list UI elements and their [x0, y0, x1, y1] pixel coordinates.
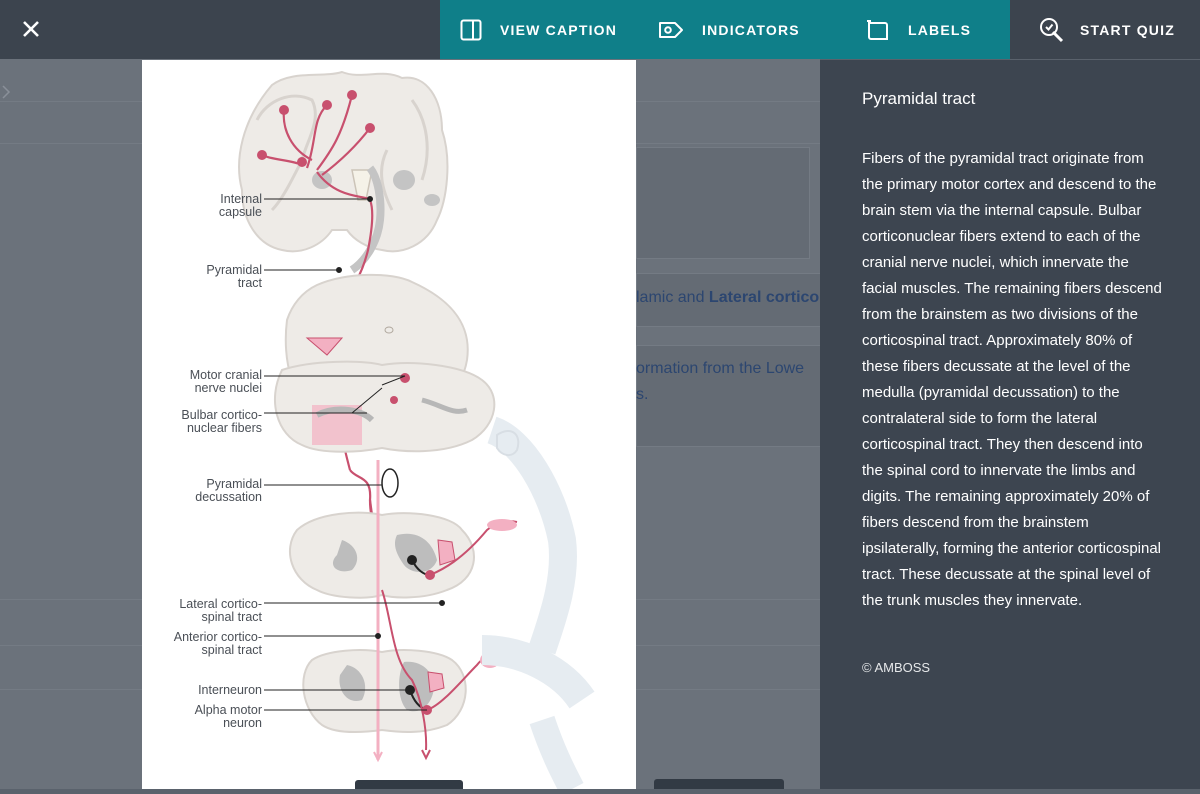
chevron-right-icon: [0, 82, 14, 102]
tag-icon: [659, 21, 683, 38]
start-quiz-button[interactable]: START QUIZ: [1010, 0, 1200, 59]
close-icon[interactable]: [16, 14, 46, 44]
label-icon: [867, 19, 888, 40]
label-bulbar-corticonuclear-fibers: Bulbar cortico-nuclear fibers: [181, 408, 262, 435]
labels-button[interactable]: LABELS: [866, 0, 971, 59]
spinal-tracts: [373, 460, 431, 763]
lightbox-toolbar: VIEW CAPTION INDICATORS LABELS START QUI…: [0, 0, 1200, 59]
figure-panel-button[interactable]: [355, 780, 463, 789]
caption-panel: Pyramidal tract Fibers of the pyramidal …: [820, 60, 1200, 789]
indicators-button[interactable]: INDICATORS: [658, 0, 800, 59]
background-text-line: s.: [636, 386, 649, 403]
medulla-section: [273, 360, 496, 453]
caption-body: Fibers of the pyramidal tract originate …: [862, 150, 1162, 609]
labels-label: LABELS: [908, 21, 972, 38]
background-highlight-row: [636, 273, 822, 327]
caption-title: Pyramidal tract: [862, 89, 976, 108]
label-anterior-corticospinal-tract: Anterior cortico-spinal tract: [174, 630, 263, 657]
label-lateral-corticospinal-tract: Lateral cortico-spinal tract: [179, 597, 262, 624]
lumbar-spinal-cord: [302, 635, 595, 794]
view-caption-label: VIEW CAPTION: [500, 21, 618, 38]
background-highlight-row: [636, 345, 822, 447]
toolbar-tabs: VIEW CAPTION INDICATORS LABELS: [440, 0, 1010, 59]
brain-section: [238, 70, 449, 274]
caption-panel-icon: [460, 19, 482, 40]
view-caption-button[interactable]: VIEW CAPTION: [460, 0, 617, 59]
cortical-neurons: [257, 90, 375, 167]
background-table-cell: [636, 147, 810, 259]
label-leader-lines: [264, 196, 445, 711]
background-text-line: ormation from the Lowe: [636, 360, 805, 377]
label-interneuron: Interneuron: [198, 683, 262, 697]
indicators-label: INDICATORS: [702, 21, 800, 38]
background-text-line: lamic and Lateral cortico: [636, 289, 820, 306]
cervical-spinal-cord: [288, 416, 577, 655]
start-quiz-label: START QUIZ: [1080, 21, 1175, 38]
quiz-pencil-icon: [1040, 17, 1064, 42]
background-button: [654, 779, 784, 789]
copyright-text: © AMBOSS: [862, 660, 931, 675]
